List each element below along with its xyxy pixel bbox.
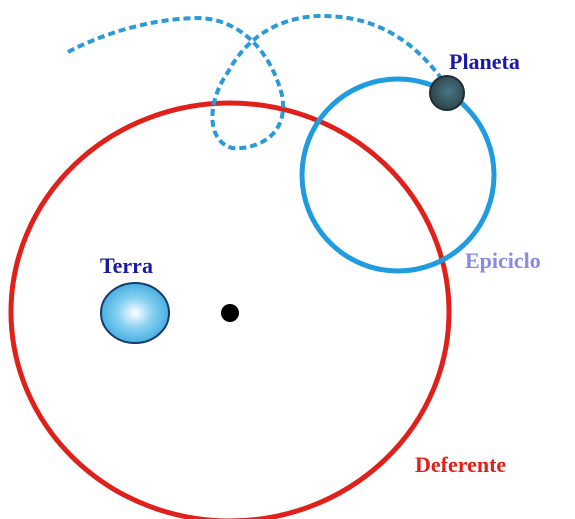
earth-icon — [100, 282, 170, 344]
epicycle-circle — [299, 76, 497, 274]
deferent-circle — [8, 100, 452, 519]
deferent-center-dot — [221, 304, 239, 322]
planet-path — [67, 13, 450, 151]
deferent-label: Deferente — [415, 452, 506, 477]
planet-icon — [429, 75, 465, 111]
epicycle-label: Epiciclo — [465, 248, 541, 273]
earth-label: Terra — [100, 253, 153, 278]
planet-label: Planeta — [449, 49, 520, 74]
